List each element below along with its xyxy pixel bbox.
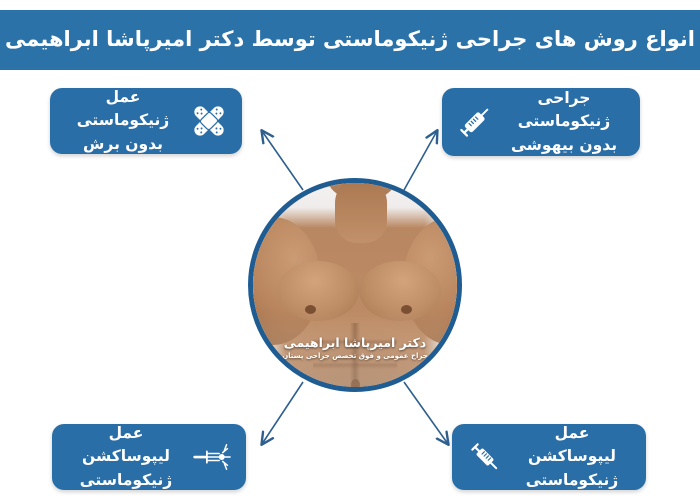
photo-bottom-fade <box>253 313 457 387</box>
syringe-icon-2 <box>462 434 508 480</box>
doctor-credentials: جراح عمومی و فوق تخصص جراحی پستان <box>282 351 428 360</box>
arrow-up-left <box>262 131 304 191</box>
page-title: انواع روش های جراحی ژنیکوماستی توسط دکتر… <box>5 27 695 52</box>
option-box-no-incision[interactable]: عمل ژنیکوماستی بدون برش <box>50 88 242 154</box>
navel <box>351 379 360 387</box>
nipple-left <box>305 305 316 314</box>
nipple-right <box>401 305 412 314</box>
pectoral-left-shape <box>277 261 359 321</box>
syringe-icon <box>452 99 498 145</box>
option-label-no-anesthesia: جراحی ژنیکوماستی بدون بیهوشی <box>510 89 618 154</box>
option-box-liposuction-gyno[interactable]: عمل لیپوساکشن ژنیکوماستی <box>52 424 246 490</box>
doctor-caption: دکتر امیرپاشا ابراهیمی جراح عمومی و فوق … <box>253 335 457 361</box>
arrow-down-right <box>403 381 448 444</box>
neck-shape <box>335 183 387 243</box>
arrow-up-right <box>403 131 437 191</box>
abdomen-shading <box>313 323 397 387</box>
arrow-down-left <box>262 381 304 444</box>
header-bar: انواع روش های جراحی ژنیکوماستی توسط دکتر… <box>0 10 700 70</box>
option-label-liposuction-gyno-2: عمل لیپوساکشن ژنیکوماستی <box>525 424 619 489</box>
doctor-name: دکتر امیرپاشا ابراهیمی <box>283 335 427 351</box>
center-photo-circle: دکتر امیرپاشا ابراهیمی جراح عمومی و فوق … <box>248 178 462 392</box>
torso-image <box>253 183 457 387</box>
option-label-liposuction-gyno: عمل لیپوساکشن ژنیکوماستی <box>79 424 173 489</box>
option-box-liposuction-gyno-2[interactable]: عمل لیپوساکشن ژنیکوماستی <box>452 424 646 490</box>
option-label-no-incision: عمل ژنیکوماستی بدون برش <box>76 88 170 153</box>
laser-cannula-icon <box>190 434 236 480</box>
bandage-icon <box>186 98 232 144</box>
option-box-no-anesthesia[interactable]: جراحی ژنیکوماستی بدون بیهوشی <box>442 88 640 156</box>
pectoral-right-shape <box>359 261 441 321</box>
